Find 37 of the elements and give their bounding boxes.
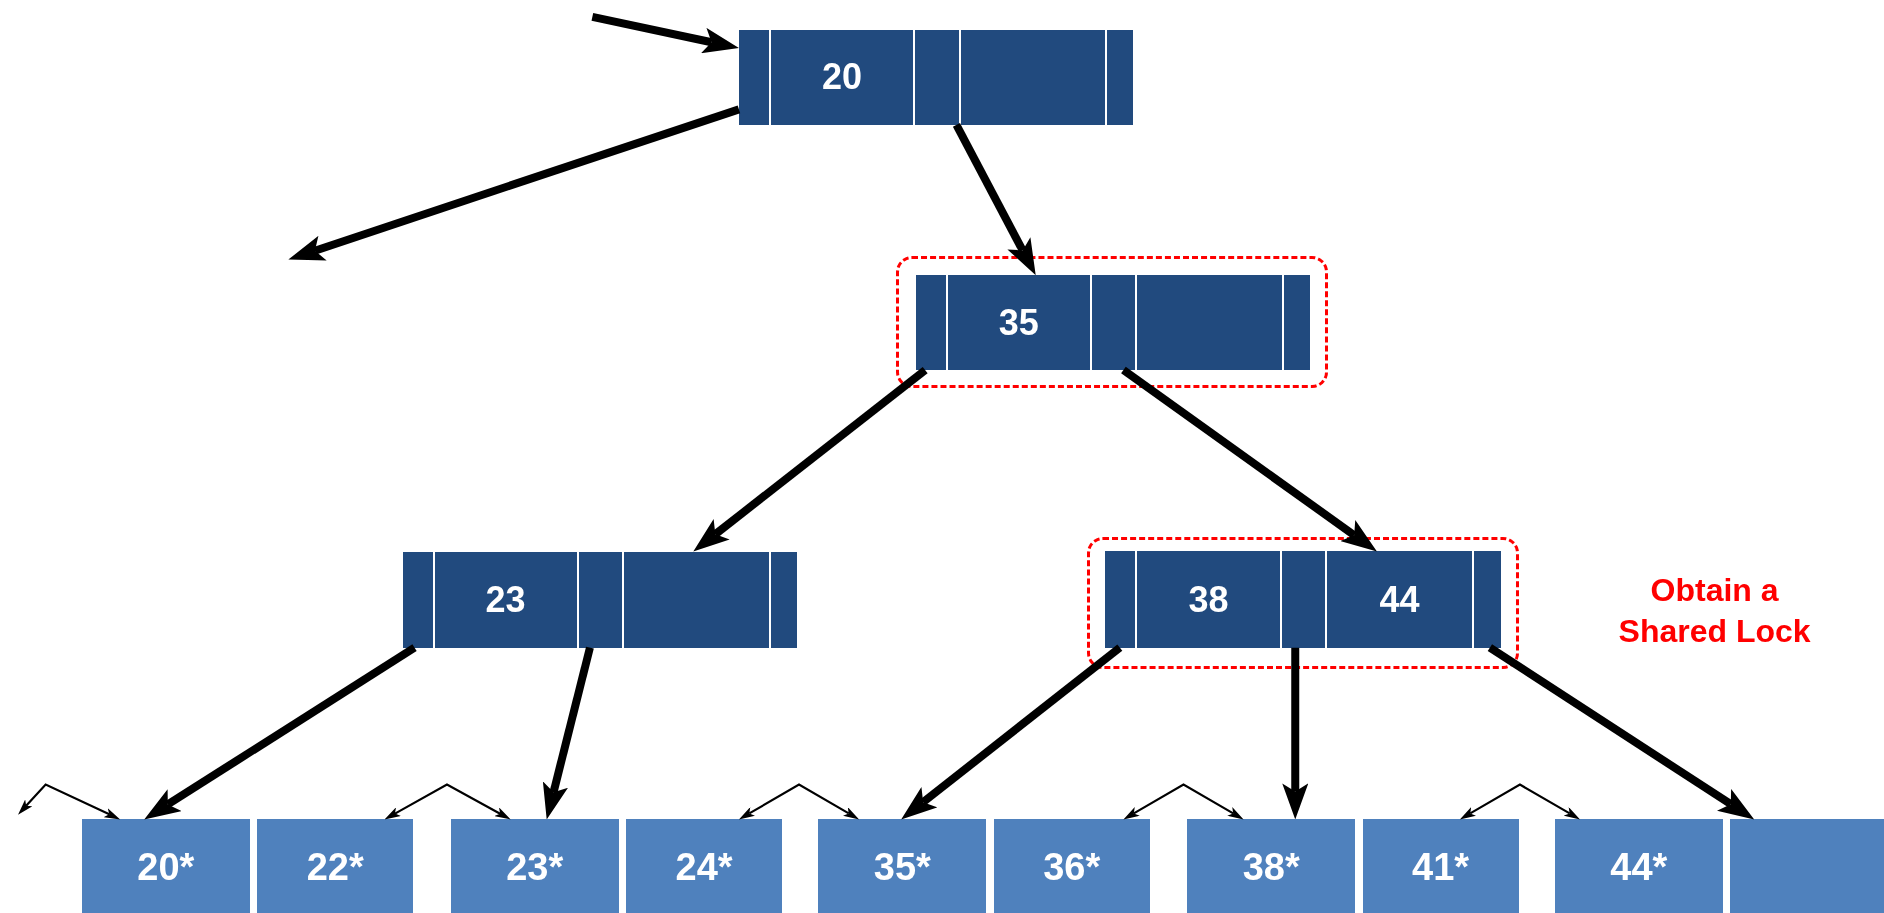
pointer-arrow: [693, 366, 928, 552]
leaf-entry: 36*: [993, 819, 1150, 913]
key-label: 38: [1188, 578, 1229, 621]
annotation-text: Obtain a Shared Lock: [1617, 570, 1812, 652]
index-node: [915, 275, 1310, 371]
sibling-pointer-arrow: [1459, 783, 1580, 820]
key-label: 23: [485, 578, 526, 621]
key-label: 35: [998, 301, 1039, 344]
sibling-pointer-arrow: [384, 783, 511, 820]
pointer-arrow: [952, 123, 1036, 276]
leaf-entry: 41*: [1362, 819, 1519, 913]
leaf-entry: 38*: [1187, 819, 1356, 913]
index-node: [402, 551, 797, 648]
sibling-pointer-arrow: [18, 783, 121, 820]
key-label: 44: [1379, 578, 1420, 621]
lock-highlight-box: [896, 255, 1328, 389]
pointer-arrow: [591, 12, 739, 54]
pointer-arrow: [542, 646, 594, 820]
leaf-entry: 24*: [626, 819, 783, 913]
lock-highlight-box: [1087, 537, 1519, 670]
pointer-arrow: [901, 644, 1123, 820]
sibling-pointer-arrow: [1123, 783, 1244, 820]
leaf-entry: 35*: [818, 819, 987, 913]
pointer-arrow: [1487, 644, 1755, 820]
leaf-entry: 22*: [257, 819, 414, 913]
empty-leaf-entry: [1730, 819, 1884, 913]
pointer-arrow: [1282, 647, 1309, 820]
index-node: [1105, 551, 1501, 648]
leaf-entry: 23*: [450, 819, 619, 913]
key-label: 20: [822, 56, 863, 99]
pointer-arrow: [288, 105, 741, 261]
pointer-arrow: [1121, 366, 1377, 552]
index-node: [738, 30, 1134, 125]
leaf-entry: 44*: [1554, 819, 1723, 913]
pointer-arrow: [144, 644, 417, 820]
sibling-pointer-arrow: [738, 783, 860, 820]
leaf-entry: 20*: [81, 819, 250, 913]
